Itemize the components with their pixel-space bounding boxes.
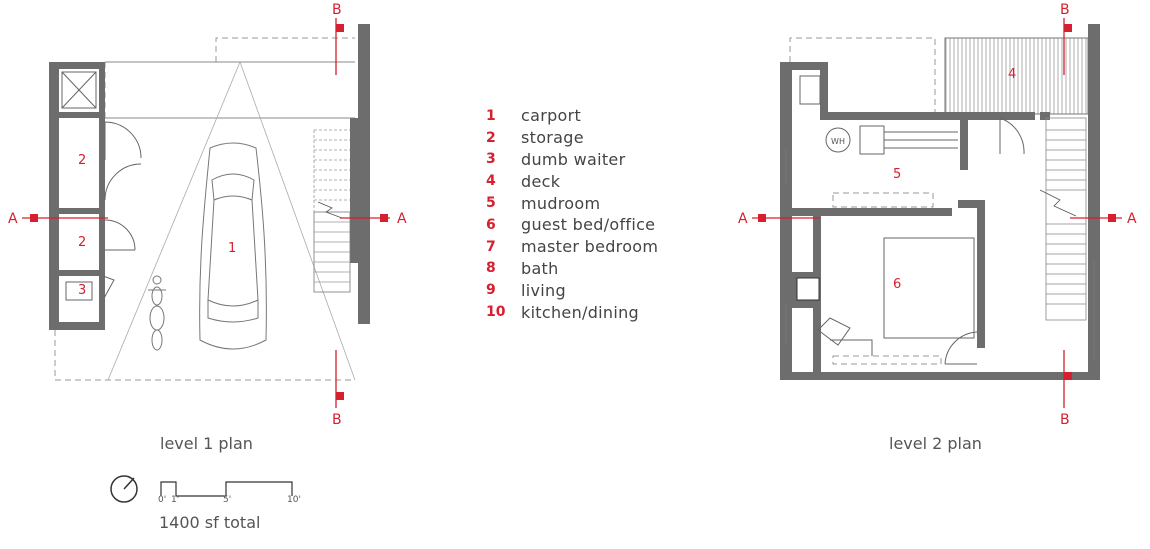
legend-label: kitchen/dining: [521, 302, 639, 322]
scale-labels: 0' 1' 5' 10': [158, 495, 301, 505]
legend-item: 1 carport: [486, 105, 658, 127]
level2-tag-guest-bed: 6: [893, 277, 901, 292]
scale-label-0: 0': [158, 495, 166, 505]
legend-number: 3: [486, 151, 496, 168]
legend-label: dumb waiter: [521, 149, 626, 169]
level2-windows: [785, 150, 1095, 360]
motorcycle-outline: [148, 275, 166, 351]
level2-stairs: [1039, 117, 1087, 321]
legend-number: 6: [486, 216, 496, 233]
level2-tag-mudroom: 5: [893, 167, 901, 182]
carport-light-cone: [107, 61, 356, 381]
legend-label: guest bed/office: [521, 215, 656, 235]
level1-walls: [49, 24, 370, 330]
legend-label: living: [521, 280, 566, 300]
legend-number: 1: [486, 107, 496, 124]
legend-label: mudroom: [521, 193, 601, 213]
legend-label: deck: [521, 171, 561, 191]
level2-section-a-right: A: [1127, 211, 1137, 227]
legend-item: 2 storage: [486, 127, 658, 149]
level1-section-b-top: B: [332, 2, 342, 18]
legend-number: 4: [486, 173, 496, 190]
deck-area: [944, 37, 1089, 115]
level1-caption: level 1 plan: [160, 434, 253, 453]
water-heater-icon: [825, 127, 851, 153]
legend-item: 7 master bedroom: [486, 236, 658, 258]
level2-section-a: [752, 214, 1122, 222]
level1-section-a-left: A: [8, 211, 18, 227]
legend-number: 8: [486, 260, 496, 277]
level1-tag-storage-a: 2: [78, 153, 86, 168]
level1-section-a: [22, 214, 390, 222]
legend-number: 9: [486, 282, 496, 299]
level1-labels: A A B B 1 2 2 3: [8, 2, 407, 428]
level1-dumb-waiter-box: [65, 281, 93, 301]
scale-label-5: 5': [223, 495, 231, 505]
level1-stairs: [313, 129, 351, 293]
level1-storage-doors: [102, 121, 142, 301]
legend-label: master bedroom: [521, 237, 659, 257]
level2-section-a-left: A: [738, 211, 748, 227]
level1-section-b: [335, 18, 344, 408]
north-arrow-icon: [110, 475, 138, 503]
level1-section-b-bottom: B: [332, 412, 342, 428]
level2-section-b: [1063, 18, 1072, 408]
legend-item: 4 deck: [486, 170, 658, 192]
legend-number: 10: [486, 304, 506, 321]
scale-bar: [160, 481, 293, 497]
total-area-caption: 1400 sf total: [159, 513, 261, 532]
legend-label: storage: [521, 128, 584, 148]
level2-walls: [780, 24, 1100, 380]
water-heater-label: WH: [831, 137, 845, 146]
level2-caption: level 2 plan: [889, 434, 982, 453]
level1-tag-storage-b: 2: [78, 235, 86, 250]
legend-number: 2: [486, 129, 496, 146]
legend-item: 3 dumb waiter: [486, 149, 658, 171]
level1-tag-dumb-waiter: 3: [78, 283, 86, 298]
level1-thin-lines: [105, 61, 355, 119]
level1-plan: A A B B 1 2 2 3: [8, 2, 407, 428]
legend-item: 6 guest bed/office: [486, 214, 658, 236]
legend-item: 5 mudroom: [486, 192, 658, 214]
legend-label: carport: [521, 106, 582, 126]
level1-dashed-outlines: [54, 37, 355, 381]
level2-section-b-bottom: B: [1060, 412, 1070, 428]
level1-tag-carport: 1: [228, 241, 236, 256]
legend-item: 10 kitchen/dining: [486, 301, 658, 323]
level2-dumb-waiter-box: [796, 277, 820, 301]
level2-tag-deck: 4: [1008, 67, 1016, 82]
level2-section-b-top: B: [1060, 2, 1070, 18]
level2-dashed-outlines: [789, 37, 942, 365]
level1-shaft-top: [61, 71, 97, 109]
level2-plan: WH: [738, 2, 1137, 428]
legend-number: 5: [486, 195, 496, 212]
legend-number: 7: [486, 238, 496, 255]
legend-item: 9 living: [486, 279, 658, 301]
legend-label: bath: [521, 258, 559, 278]
level2-fixtures: [799, 75, 1025, 365]
level1-section-a-right: A: [397, 211, 407, 227]
scale-label-1: 1': [171, 495, 179, 505]
scale-label-10: 10': [287, 495, 301, 505]
car-outline: [199, 142, 267, 350]
legend-item: 8 bath: [486, 258, 658, 280]
room-legend: 1 carport 2 storage 3 dumb waiter 4 deck 5 mu…: [486, 105, 658, 323]
